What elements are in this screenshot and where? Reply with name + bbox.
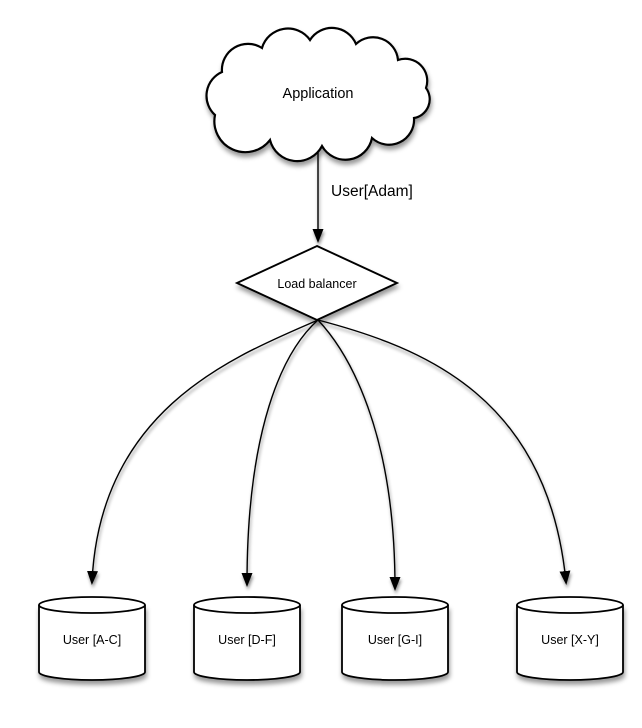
application-label: Application	[283, 86, 354, 102]
shard-node-2: User [D-F]	[193, 596, 301, 681]
shard-label-4: User [X-Y]	[541, 633, 599, 647]
shard-node-1: User [A-C]	[38, 596, 146, 681]
connectors	[87, 150, 571, 591]
loadbalancer-to-shard3-arrow	[317, 319, 401, 591]
load-balancer-label: Load balancer	[277, 277, 356, 291]
loadbalancer-to-shard2-arrow	[241, 319, 319, 587]
load-balancer-node: Load balancer	[234, 244, 400, 322]
cylinder-shape-3	[341, 605, 449, 681]
cylinder-shape-2	[193, 605, 301, 681]
application-node: Application	[205, 26, 431, 163]
shard-node-3: User [G-I]	[341, 596, 449, 681]
cylinder-top-1	[38, 596, 146, 614]
loadbalancer-to-shard4-arrow	[317, 319, 571, 585]
shard-label-3: User [G-I]	[368, 633, 422, 647]
loadbalancer-to-shard1-arrow	[87, 319, 319, 585]
shard-label-1: User [A-C]	[63, 633, 121, 647]
cylinder-top-2	[193, 596, 301, 614]
shard-node-4: User [X-Y]	[516, 596, 624, 681]
cylinder-top-4	[516, 596, 624, 614]
cylinder-shape-1	[38, 605, 146, 681]
shard-label-2: User [D-F]	[218, 633, 276, 647]
cylinder-shape-4	[516, 605, 624, 681]
diamond-shape	[234, 244, 400, 322]
cloud-shape	[205, 26, 431, 163]
cylinder-top-3	[341, 596, 449, 614]
edge-label-user-adam: User[Adam]	[331, 183, 413, 200]
